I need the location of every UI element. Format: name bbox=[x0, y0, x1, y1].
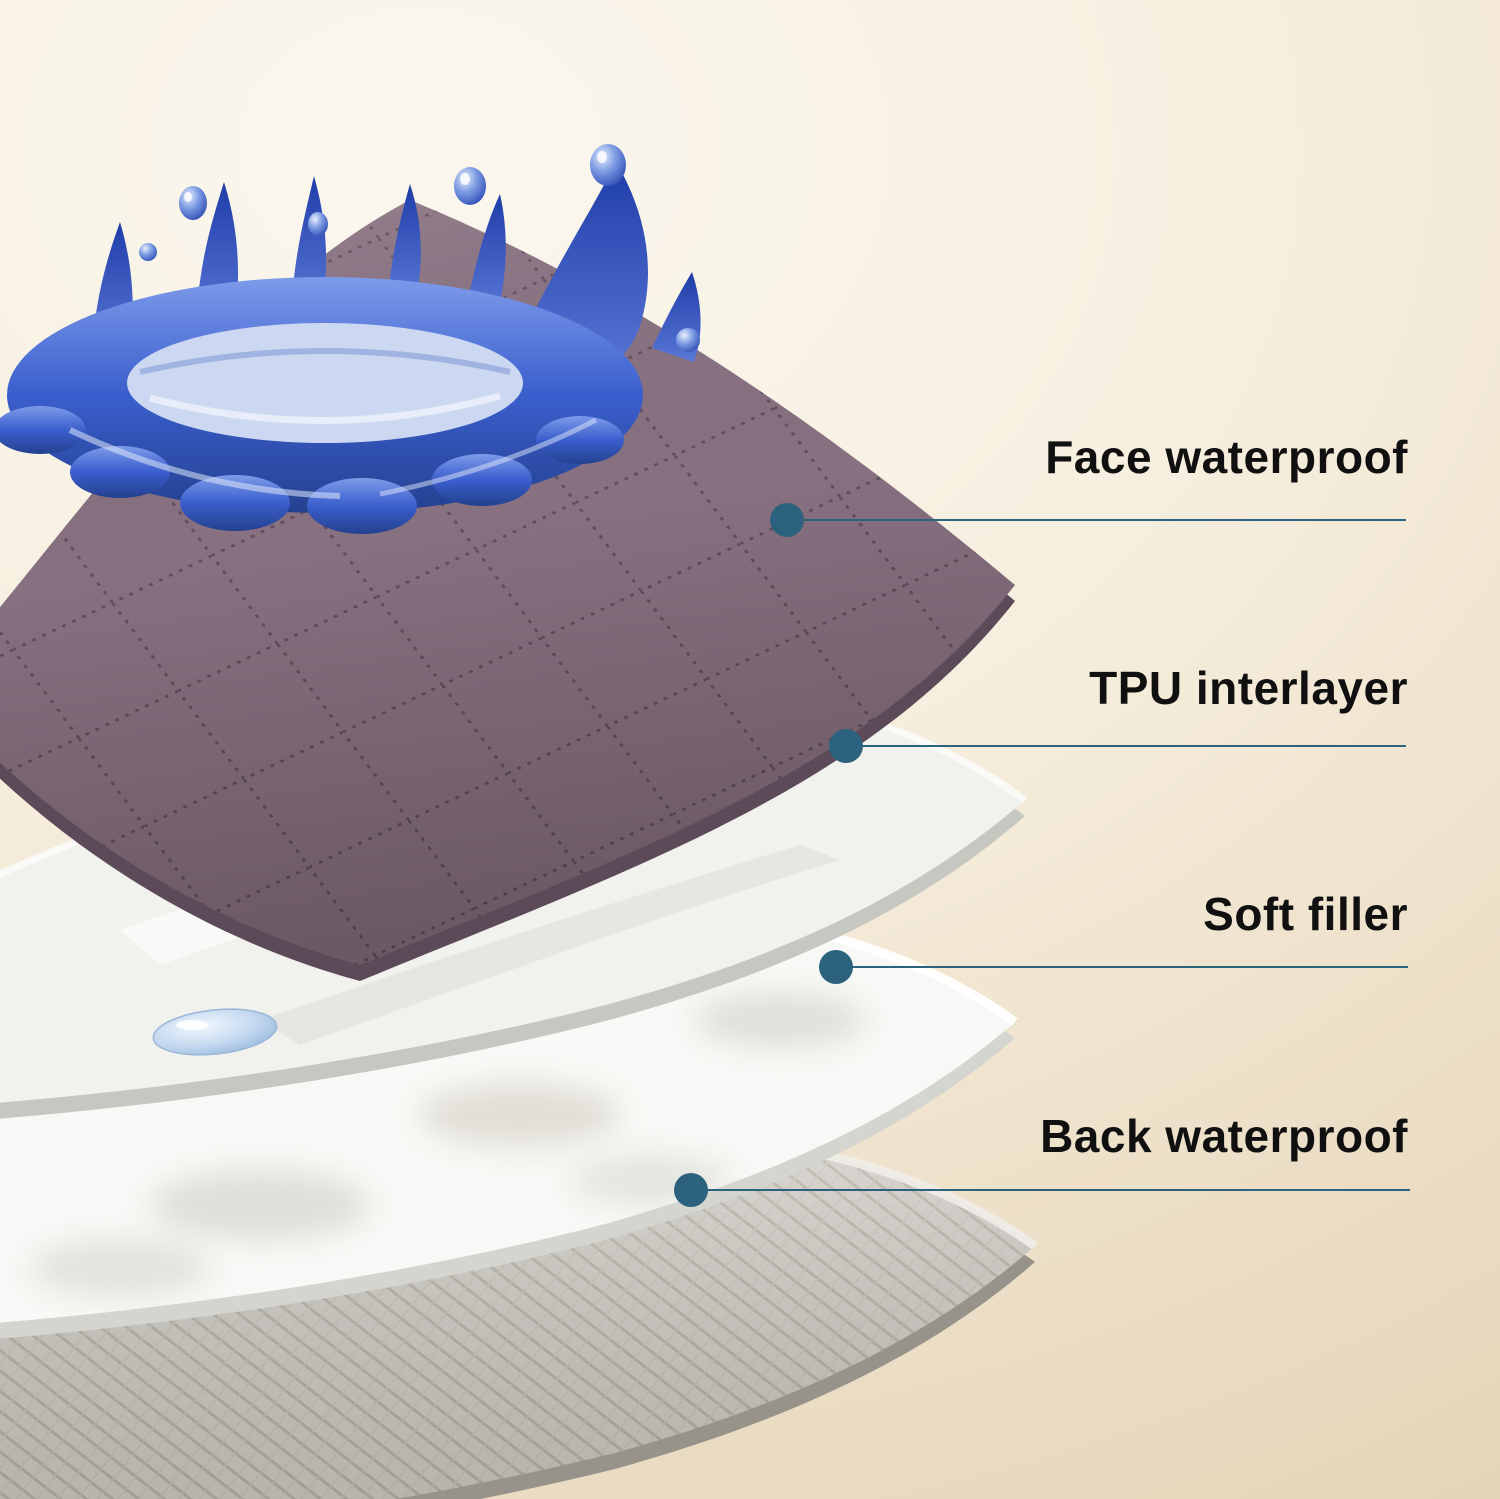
callout-dot-back bbox=[674, 1173, 708, 1207]
label-back-waterproof: Back waterproof bbox=[1040, 1110, 1408, 1162]
callouts-graphics bbox=[674, 503, 1410, 1207]
label-soft-filler: Soft filler bbox=[1203, 888, 1408, 940]
callout-back-waterproof bbox=[674, 1173, 1410, 1207]
water-splash bbox=[0, 144, 701, 534]
callout-dot-tpu bbox=[829, 729, 863, 763]
callout-face-waterproof bbox=[770, 503, 1406, 537]
callout-dot-soft bbox=[819, 950, 853, 984]
filler-fluff-texture bbox=[30, 992, 865, 1298]
label-face-waterproof: Face waterproof bbox=[1045, 431, 1408, 483]
label-tpu-interlayer: TPU interlayer bbox=[1089, 662, 1408, 714]
callout-tpu-interlayer bbox=[829, 729, 1406, 763]
callout-soft-filler bbox=[819, 950, 1408, 984]
callout-dot-face bbox=[770, 503, 804, 537]
water-droplets bbox=[139, 144, 700, 352]
